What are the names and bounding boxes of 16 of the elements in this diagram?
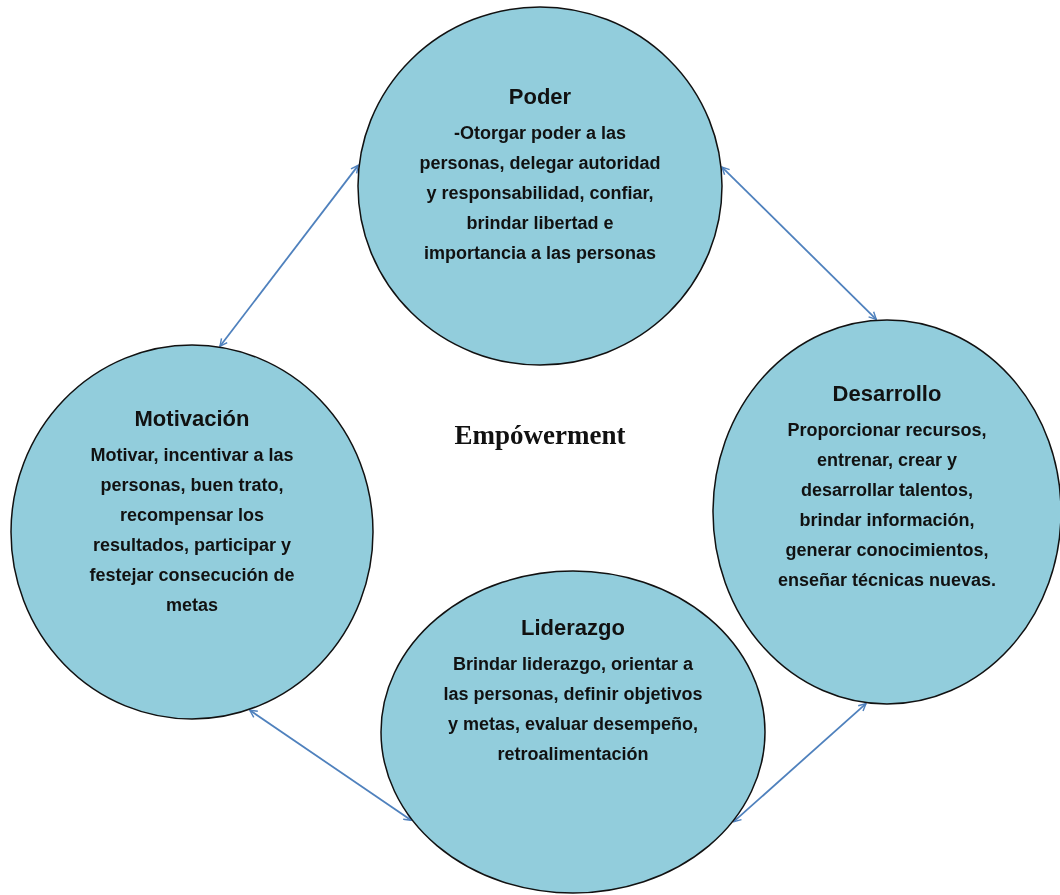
double-arrow: [721, 166, 878, 321]
diagram-title: Empówerment: [453, 420, 627, 451]
node-heading: Desarrollo: [832, 381, 942, 407]
node-heading: Liderazgo: [521, 615, 625, 641]
node-heading: Poder: [508, 84, 572, 110]
node-description: Motivar, incentivar a las personas, buen trato, recompensar los resultados, participar y festejar consecución de metas: [88, 444, 296, 617]
double-arrow: [248, 709, 413, 822]
node-description: -Otorgar poder a las personas, delegar autoridad y responsabilidad, confiar, brindar libertad e importancia a las personas: [418, 122, 662, 265]
double-arrow: [219, 164, 360, 348]
node-heading: Motivación: [134, 406, 250, 432]
double-arrow: [732, 702, 867, 823]
ellipse-node: [357, 6, 723, 366]
node-description: Proporcionar recursos, entrenar, crear y desarrollar talentos, brindar información, generar conocimientos, enseñar técnicas nuevas.: [776, 419, 998, 592]
ellipse-node: [10, 344, 374, 720]
ellipse-node: [380, 570, 766, 894]
node-description: Brindar liderazgo, orientar a las personas, definir objetivos y metas, evaluar desempeño, retroalimentación: [443, 653, 703, 766]
